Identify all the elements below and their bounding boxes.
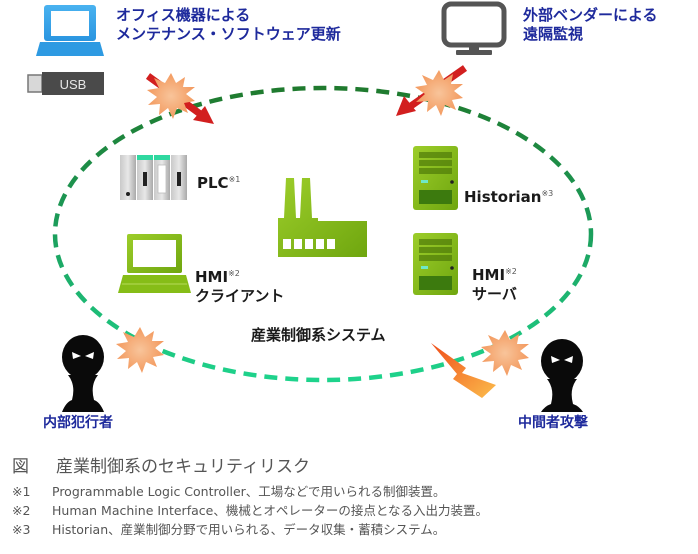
system-title: 産業制御系システム <box>251 326 386 344</box>
historian-label: Historian※3 <box>464 184 553 207</box>
vendor-source-line1: 外部ベンダーによる <box>523 6 658 24</box>
hmi-server-sub: サーバ <box>472 285 517 303</box>
mitm-label: 中間者攻撃 <box>518 415 588 431</box>
hmi-server-label: HMI※2 サーバ <box>472 262 517 304</box>
insider-attacker-icon <box>62 335 104 412</box>
footnote-3: ※3 Historian、産業制御分野で用いられる、データ収集・蓄積システム。 <box>12 519 445 538</box>
footnote-mark: ※3 <box>12 522 31 537</box>
vendor-monitor-icon <box>441 1 507 55</box>
office-laptop-icon <box>36 5 104 56</box>
footnote-2: ※2 Human Machine Interface、機械とオペレーターの接点とな… <box>12 500 488 519</box>
footnote-text: Historian、産業制御分野で用いられる、データ収集・蓄積システム。 <box>52 522 446 537</box>
factory-icon <box>278 178 367 257</box>
hmi-client-label-text: HMI <box>195 268 229 286</box>
hmi-client-laptop-icon <box>118 234 191 293</box>
hmi-client-sub: クライアント <box>195 287 285 305</box>
system-boundary <box>52 85 594 383</box>
figure-title: 産業制御系のセキュリティリスク <box>56 457 310 477</box>
mitm-attacker-icon <box>541 339 583 412</box>
lightning-bolt-icon <box>431 343 496 398</box>
footnote-text: Human Machine Interface、機械とオペレーターの接点となる入… <box>52 503 488 518</box>
footnote-1: ※1 Programmable Logic Controller、工場などで用いら… <box>12 481 446 500</box>
historian-label-text: Historian <box>464 188 542 206</box>
historian-server-icon <box>413 146 458 210</box>
vendor-source-label: 外部ベンダーによる 遠隔監視 <box>523 6 658 44</box>
office-source-line1: オフィス機器による <box>116 6 251 24</box>
office-source-label: オフィス機器による メンテナンス・ソフトウェア更新 <box>116 6 341 44</box>
impact-burst-icon <box>116 327 164 373</box>
plc-label-text: PLC <box>197 174 229 192</box>
vendor-source-line2: 遠隔監視 <box>523 25 584 43</box>
plc-label: PLC※1 <box>197 170 240 193</box>
footnote-text: Programmable Logic Controller、工場などで用いられる… <box>52 484 446 499</box>
usb-label: USB <box>60 77 87 92</box>
footnote-mark: ※1 <box>12 484 31 499</box>
usb-stick-icon <box>27 72 104 95</box>
insider-label: 内部犯行者 <box>43 415 113 431</box>
plc-note-mark: ※1 <box>228 175 241 184</box>
footnote-mark: ※2 <box>12 503 31 518</box>
office-source-line2: メンテナンス・ソフトウェア更新 <box>116 25 341 43</box>
historian-note-mark: ※3 <box>541 189 554 198</box>
hmi-server-label-text: HMI <box>472 266 506 284</box>
impact-burst-icon <box>481 330 529 376</box>
plc-icon <box>120 155 187 200</box>
hmi-client-label: HMI※2 クライアント <box>195 264 284 306</box>
hmi-server-note-mark: ※2 <box>505 267 517 276</box>
hmi-server-icon <box>413 233 458 295</box>
hmi-client-note-mark: ※2 <box>228 269 240 278</box>
figure-caption: 図 産業制御系のセキュリティリスク <box>12 452 310 477</box>
figure-prefix: 図 <box>12 457 29 477</box>
